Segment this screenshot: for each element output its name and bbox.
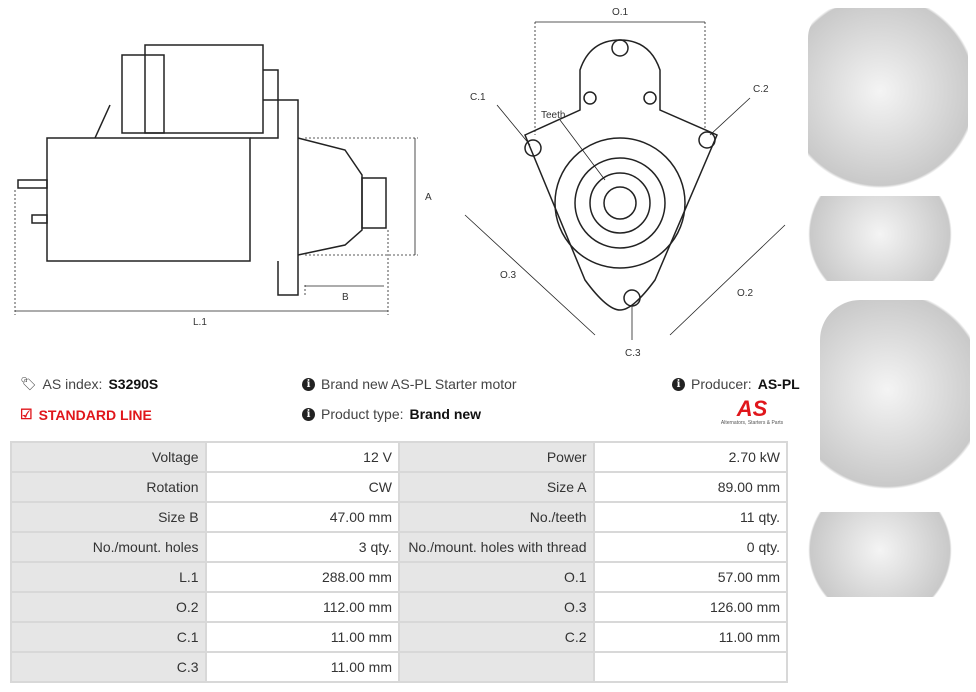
spec-label: No./mount. holes with thread	[397, 531, 595, 563]
product-photo-side[interactable]	[808, 196, 968, 281]
dim-c1-label: C.1	[470, 92, 486, 103]
spec-label: No./mount. holes	[10, 531, 207, 563]
side-view-drawing: A B L.1	[14, 44, 432, 328]
spec-value: 11 qty.	[592, 501, 789, 533]
spec-value: 47.00 mm	[204, 501, 400, 533]
spec-label: Size B	[10, 501, 207, 533]
dim-o3-label: O.3	[500, 270, 517, 281]
spec-label: C.3	[10, 651, 207, 683]
product-photo-rear[interactable]	[820, 300, 970, 500]
spec-value: 11.00 mm	[204, 651, 400, 683]
as-index: 🏷 AS index:S3290S	[20, 376, 159, 392]
spec-label: O.3	[397, 591, 595, 623]
spec-label: Power	[397, 441, 595, 473]
spec-label: O.1	[397, 561, 595, 593]
spec-value: 2.70 kW	[592, 441, 789, 473]
product-photo-side-2[interactable]	[808, 512, 968, 597]
spec-value: 3 qty.	[204, 531, 400, 563]
dim-b-label: B	[342, 292, 349, 303]
dim-c3-label: C.3	[625, 348, 641, 359]
as-pl-logo: AS Alternators, Starters & Parts	[720, 396, 784, 427]
spec-value: 89.00 mm	[592, 471, 789, 503]
checkbox-icon: ☑	[20, 406, 33, 422]
spec-value: 126.00 mm	[592, 591, 789, 623]
standard-line-badge: ☑STANDARD LINE	[20, 406, 152, 423]
dim-l1-label: L.1	[193, 317, 207, 328]
info-icon: i	[302, 377, 315, 391]
spec-label	[397, 651, 595, 683]
teeth-label: Teeth	[541, 110, 565, 121]
dim-o2-label: O.2	[737, 288, 754, 299]
spec-value	[592, 651, 789, 683]
product-photo-front[interactable]	[808, 8, 968, 193]
spec-label: C.2	[397, 621, 595, 653]
info-icon: i	[672, 377, 685, 391]
dim-a-label: A	[425, 192, 432, 203]
spec-value: 57.00 mm	[592, 561, 789, 593]
spec-label: Voltage	[10, 441, 207, 473]
info-icon: i	[302, 407, 315, 421]
spec-label: L.1	[10, 561, 207, 593]
index-value: S3290S	[108, 376, 159, 392]
spec-value: 112.00 mm	[204, 591, 400, 623]
dim-c2-label: C.2	[753, 84, 769, 95]
spec-value: 0 qty.	[592, 531, 789, 563]
spec-label: Size A	[397, 471, 595, 503]
spec-label: No./teeth	[397, 501, 595, 533]
spec-label: O.2	[10, 591, 207, 623]
spec-label: Rotation	[10, 471, 207, 503]
spec-value: 11.00 mm	[592, 621, 789, 653]
spec-value: 288.00 mm	[204, 561, 400, 593]
tags-icon: 🏷	[20, 376, 37, 391]
dim-o1-label: O.1	[612, 7, 629, 18]
spec-value: 11.00 mm	[204, 621, 400, 653]
spec-value: CW	[204, 471, 400, 503]
spec-value: 12 V	[204, 441, 400, 473]
spec-label: C.1	[10, 621, 207, 653]
front-view-drawing: O.1 C.1 C.2 Teeth O.3 O.2 C.3	[464, 7, 786, 359]
